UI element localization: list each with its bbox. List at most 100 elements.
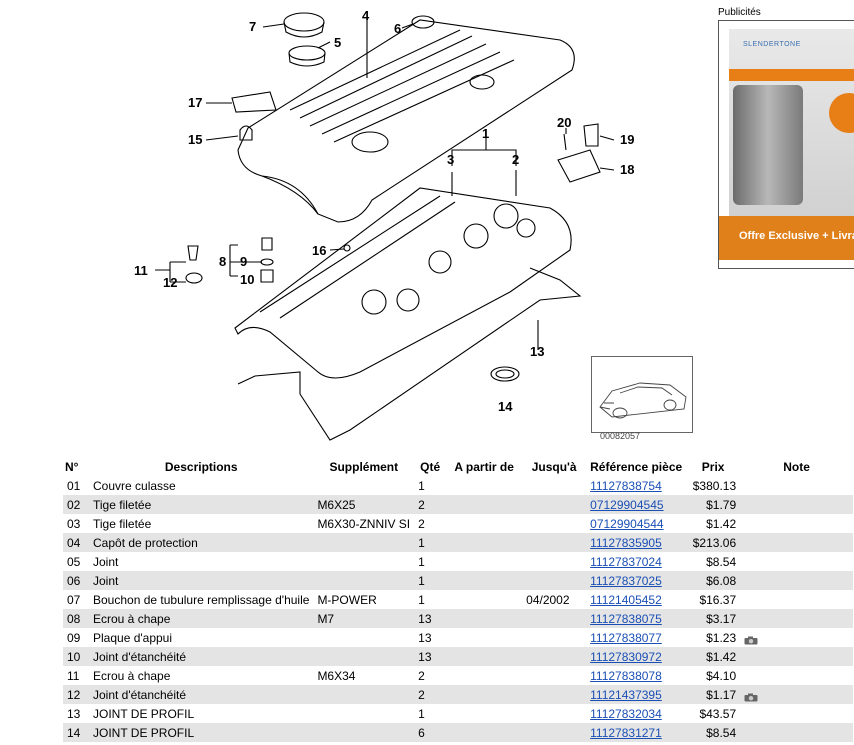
row-until <box>522 533 587 552</box>
callout-15: 15 <box>188 132 202 147</box>
row-from <box>446 514 522 533</box>
row-reference-cell: 11121405452 <box>586 590 686 609</box>
row-until <box>522 495 587 514</box>
row-description: JOINT DE PROFIL <box>93 706 195 721</box>
row-description: Joint <box>93 554 119 569</box>
row-from <box>446 533 523 552</box>
row-quantity: 2 <box>414 495 447 514</box>
row-price: $1.42 <box>686 647 741 666</box>
callout-6: 6 <box>394 21 401 36</box>
row-quantity: 1 <box>418 592 425 607</box>
ad-banner[interactable]: SLENDERTONE Offre Exclusive + Livraison <box>718 20 854 269</box>
part-reference-link[interactable]: 11121405452 <box>590 592 662 607</box>
row-quantity: 6 <box>414 723 447 742</box>
part-reference-link[interactable]: 11127837024 <box>590 554 662 569</box>
part-reference-link[interactable]: 11127832034 <box>590 706 662 721</box>
row-number: 02 <box>63 495 89 514</box>
part-reference-link[interactable]: 11127831271 <box>590 725 662 740</box>
part-reference-link[interactable]: 11127838077 <box>590 630 662 645</box>
row-note <box>740 552 853 571</box>
row-quantity: 1 <box>418 706 425 721</box>
camera-icon[interactable] <box>744 634 758 645</box>
callout-9: 9 <box>240 254 247 269</box>
row-from <box>446 723 523 742</box>
row-supplement: M6X34 <box>317 668 356 683</box>
row-note <box>740 609 853 628</box>
callout-20: 20 <box>557 115 571 130</box>
row-from <box>446 647 523 666</box>
vehicle-thumbnail[interactable] <box>591 356 693 433</box>
col-until: Jusqu'à <box>531 459 577 474</box>
row-quantity: 13 <box>414 609 447 628</box>
part-reference-link[interactable]: 07129904544 <box>590 516 664 531</box>
part-reference-link[interactable]: 11127838754 <box>590 478 662 493</box>
parts-diagram: 7 4 6 5 17 15 1 3 2 20 19 18 16 8 9 10 1… <box>134 8 634 441</box>
part-reference-link[interactable]: 11127838078 <box>590 668 662 683</box>
row-number: 13 <box>67 706 81 721</box>
part-reference-link[interactable]: 11127830972 <box>590 649 662 664</box>
row-from <box>446 590 522 609</box>
parts-table: N° Descriptions Supplément Qté A partir … <box>63 457 853 742</box>
part-reference-link[interactable]: 11127835905 <box>590 535 662 550</box>
row-note <box>740 590 853 609</box>
row-from <box>446 552 522 571</box>
row-price: $8.54 <box>706 554 737 569</box>
row-until: 04/2002 <box>526 592 570 607</box>
row-price: $6.08 <box>686 571 741 590</box>
row-quantity: 13 <box>418 630 432 645</box>
row-number: 05 <box>67 554 81 569</box>
row-until <box>522 609 587 628</box>
row-price: $16.37 <box>699 592 737 607</box>
callout-8: 8 <box>219 254 226 269</box>
row-supplement <box>313 533 415 552</box>
row-quantity: 2 <box>414 685 447 704</box>
row-until <box>522 685 587 704</box>
row-note <box>740 514 853 533</box>
row-supplement: M6X25 <box>313 495 415 514</box>
row-reference-cell: 11127838754 <box>586 476 686 495</box>
callout-10: 10 <box>240 272 254 287</box>
row-note <box>740 495 853 514</box>
row-reference-cell: 11127832034 <box>586 704 686 723</box>
row-from <box>446 704 522 723</box>
row-description: Ecrou à chape <box>89 609 314 628</box>
row-note <box>740 704 853 723</box>
part-reference-link[interactable]: 11127838075 <box>590 611 662 626</box>
car-icon <box>599 382 687 419</box>
part-reference-link[interactable]: 11127837025 <box>590 573 662 588</box>
row-reference-cell: 07129904544 <box>586 514 686 533</box>
row-supplement <box>313 628 414 647</box>
row-supplement <box>313 476 414 495</box>
col-part-reference: Référence pièce <box>590 459 683 474</box>
callout-5: 5 <box>334 35 341 50</box>
camera-icon[interactable] <box>744 691 758 702</box>
row-price: $43.57 <box>699 706 737 721</box>
row-until <box>522 628 586 647</box>
row-number: 06 <box>63 571 89 590</box>
part-reference-link[interactable]: 07129904545 <box>590 497 664 512</box>
row-until <box>522 514 586 533</box>
exploded-view-drawing: 7 4 6 5 17 15 1 3 2 20 19 18 16 8 9 10 1… <box>134 8 634 441</box>
part-reference-link[interactable]: 11121437395 <box>590 687 662 702</box>
row-description: Tige filetée <box>93 516 152 531</box>
row-quantity: 1 <box>414 571 447 590</box>
callout-12: 12 <box>163 275 177 290</box>
row-number: 14 <box>63 723 89 742</box>
row-description: Joint d'étanchéité <box>89 685 314 704</box>
row-description: Bouchon de tubulure remplissage d'huile <box>93 592 310 607</box>
row-from <box>446 685 523 704</box>
row-until <box>522 666 586 685</box>
row-quantity: 2 <box>418 516 425 531</box>
row-description: Couvre culasse <box>93 478 176 493</box>
callout-3: 3 <box>447 152 454 167</box>
row-description: Ecrou à chape <box>93 668 171 683</box>
row-from <box>446 666 522 685</box>
row-supplement: M7 <box>313 609 415 628</box>
